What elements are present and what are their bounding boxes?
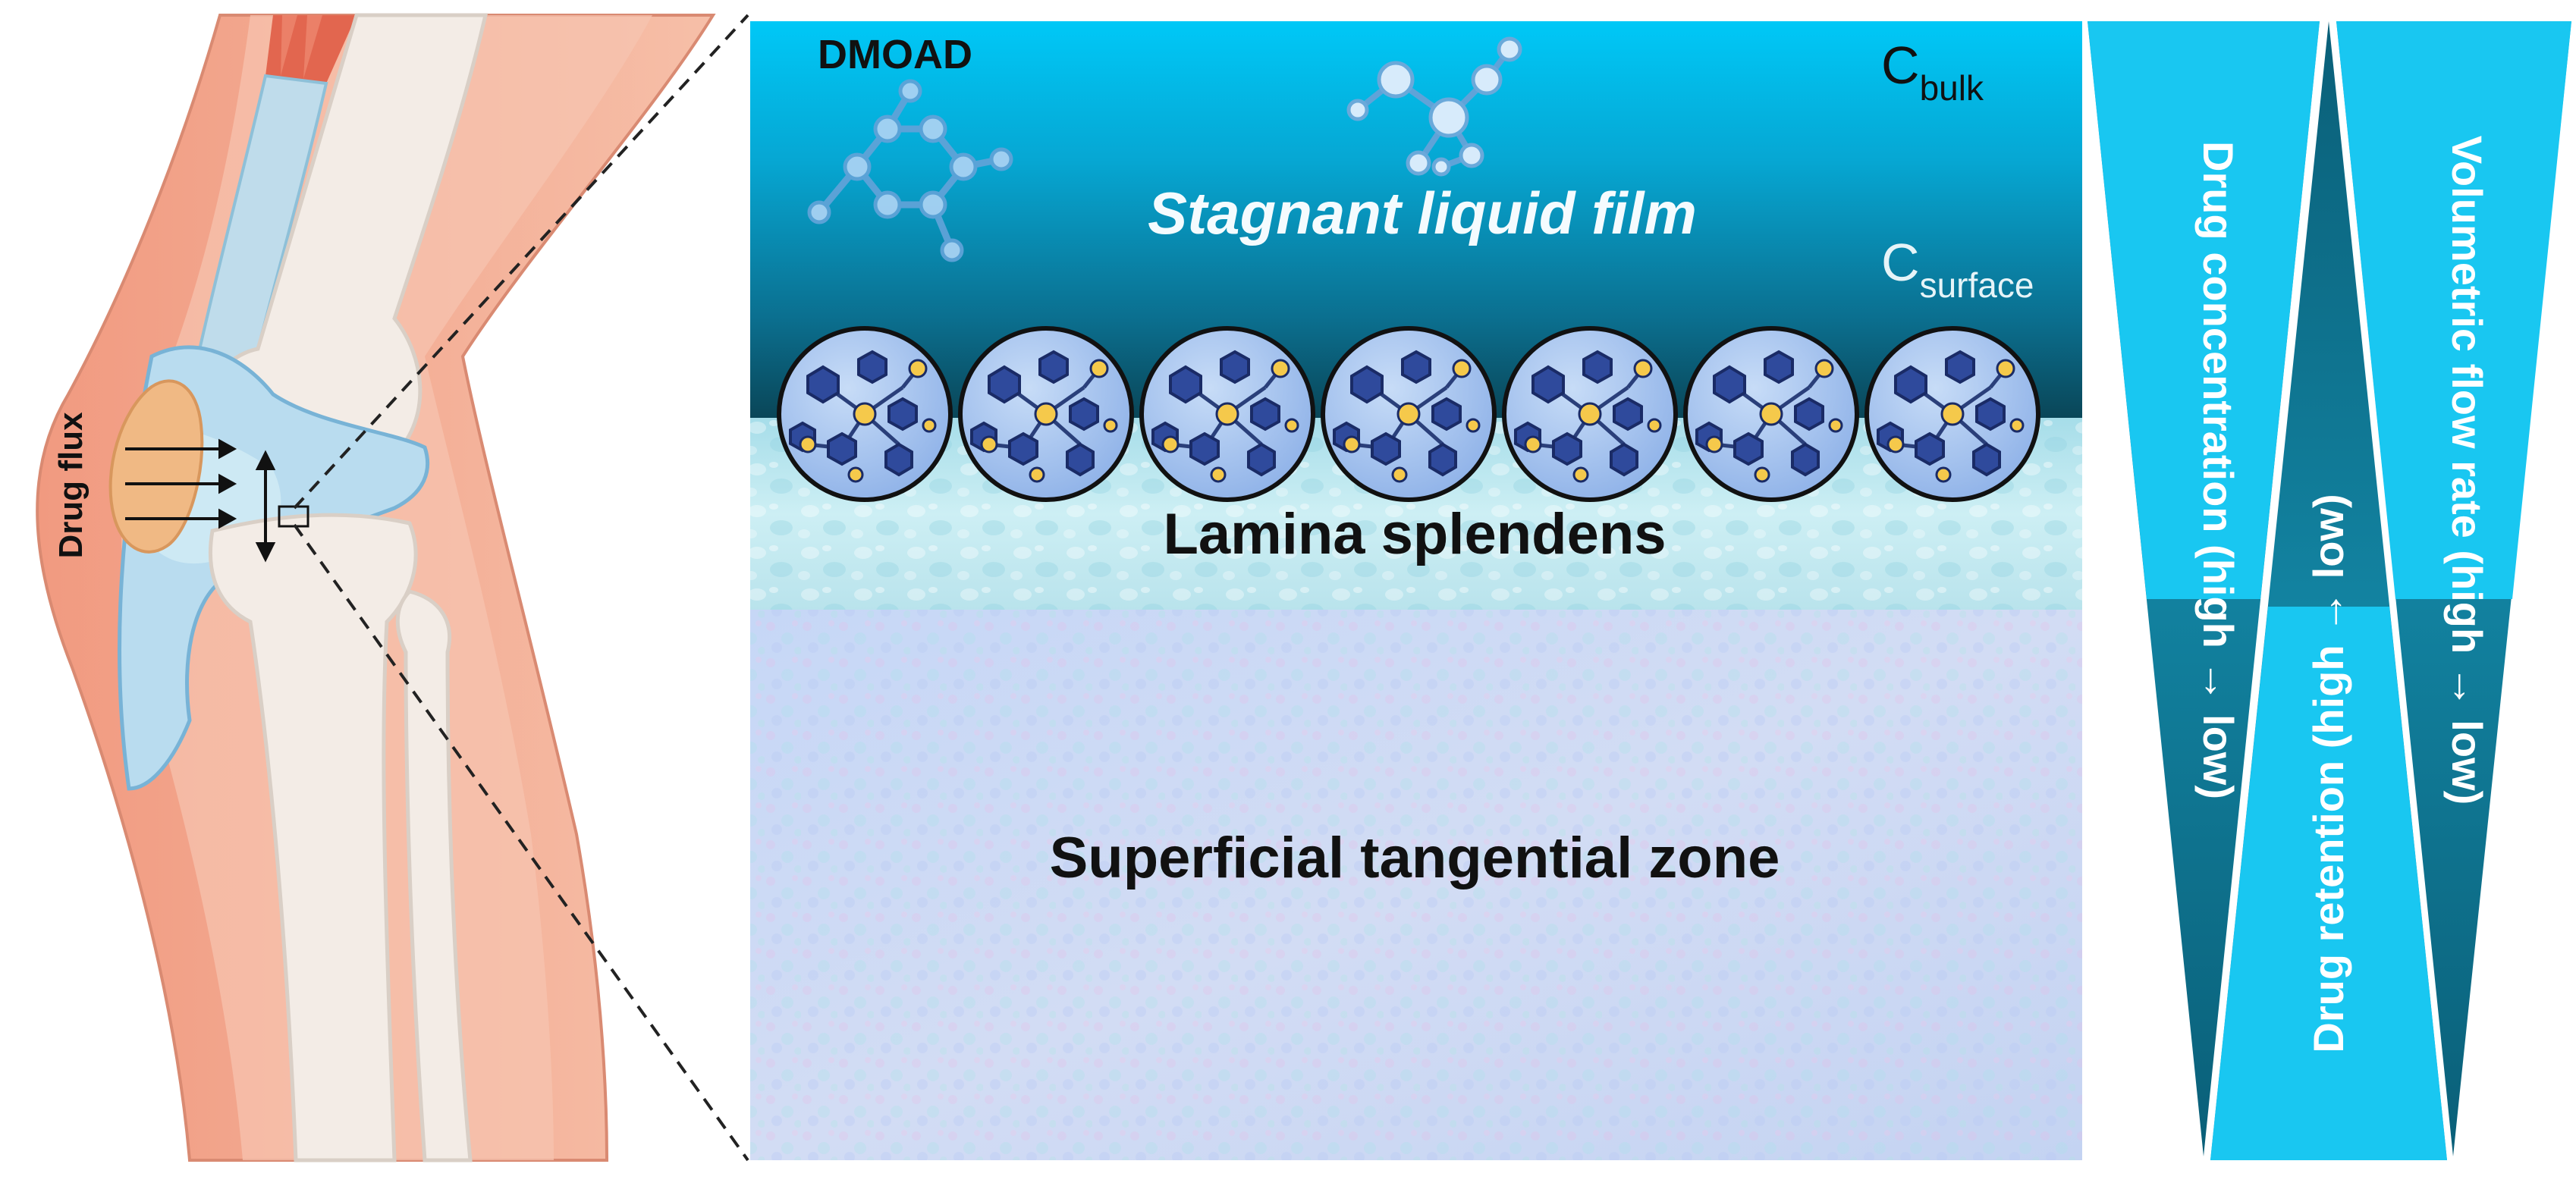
nanoparticle-icon: [1502, 326, 1678, 502]
drug-concentration-label: Drug concentration (high → low): [2194, 141, 2242, 799]
dmoad-label: DMOAD: [818, 32, 972, 77]
nanoparticle-icon: [958, 326, 1134, 502]
drug-flux-arrows: [125, 438, 237, 529]
drug-flux-label: Drug flux: [52, 412, 90, 559]
c-bulk-label: Cbulk: [1881, 36, 1984, 108]
molecule-icon: [807, 79, 1013, 262]
nanoparticle-icon: [1139, 326, 1315, 502]
drug-retention-label: Drug retention (high → low): [2304, 494, 2352, 1053]
nanoparticle-icon: [1683, 326, 1859, 502]
nanoparticle-icon: [1864, 326, 2040, 502]
superficial-zone-label: Superficial tangential zone: [1050, 826, 1780, 890]
nanoparticle-icon: [1321, 326, 1497, 502]
knee-joint-illustration: [36, 13, 716, 1162]
cartilage-panel: [750, 21, 2082, 1160]
nanoparticle-icon: [777, 326, 953, 502]
tibia-bone: [208, 513, 418, 1162]
zoom-lines: [293, 14, 749, 1162]
nanoparticle-row: [777, 326, 2040, 502]
stagnant-film-label: Stagnant liquid film: [1148, 180, 1697, 246]
flow-rate-label: Volumetric flow rate (high → low): [2443, 136, 2491, 805]
molecule-icon: [1346, 36, 1522, 177]
gradient-wedges: [2088, 21, 2571, 1160]
lamina-label: Lamina splendens: [1163, 502, 1666, 566]
fibula-bone: [395, 589, 473, 1162]
patella: [108, 379, 204, 554]
c-surface-label: Csurface: [1881, 233, 2034, 305]
joint-gap-arrow: [255, 450, 276, 563]
